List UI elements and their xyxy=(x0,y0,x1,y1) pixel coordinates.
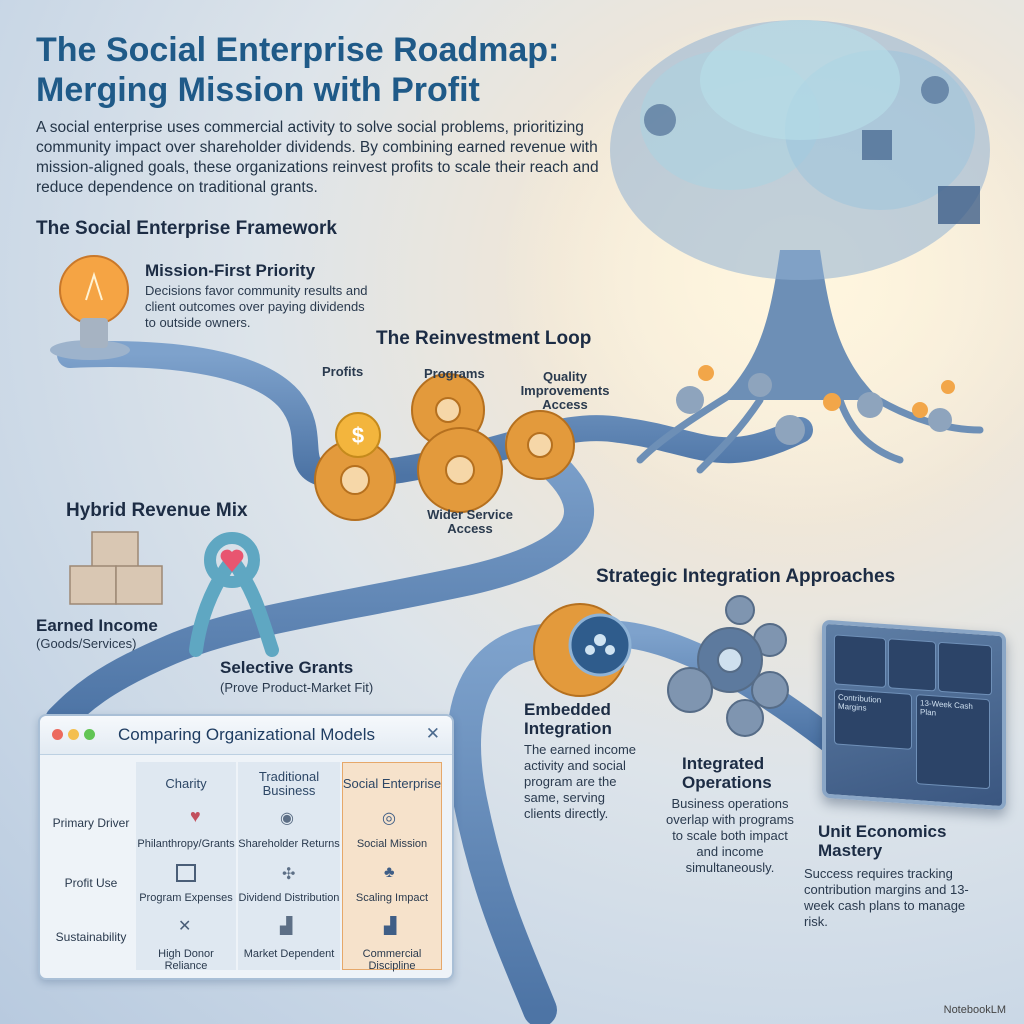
unit-economics-title: Unit Economics Mastery xyxy=(818,822,947,860)
contribution-margins-tile: Contribution Margins xyxy=(834,688,912,750)
unit-economics-text: Success requires tracking contribution m… xyxy=(804,866,969,929)
chart-icon: ▟ xyxy=(280,918,293,935)
cell-dividend: Dividend Distribution xyxy=(238,892,340,904)
integrated-title: Integrated Operations xyxy=(682,754,772,792)
growth-tree-icon: ♣ xyxy=(384,864,395,881)
loop-heading: The Reinvestment Loop xyxy=(376,328,592,349)
road-bend xyxy=(447,623,577,1024)
reliance-icon: ✕ xyxy=(178,918,192,935)
close-dot[interactable] xyxy=(52,729,63,740)
cell-market-dependent: Market Dependent xyxy=(243,948,335,960)
col-social-enterprise: Social Enterprise xyxy=(342,776,442,791)
comparison-panel: Comparing Organizational Models ✕ Charit… xyxy=(38,714,454,980)
cell-commercial-discipline: Commercial Discipline xyxy=(362,948,422,972)
earned-income-title: Earned Income xyxy=(36,616,158,635)
gauge-icon xyxy=(834,634,886,689)
social-enterprise-column xyxy=(342,762,442,970)
road-lower xyxy=(45,425,594,735)
loop-label-quality: Quality Improvements Access xyxy=(520,369,610,412)
mission-text: Decisions favor community results and cl… xyxy=(145,283,368,330)
watermark: NotebookLM xyxy=(943,1004,1006,1016)
cell-high-donor: High Donor Reliance xyxy=(158,948,214,972)
cell-social-mission: Social Mission xyxy=(356,838,428,850)
mission-title: Mission-First Priority xyxy=(145,261,316,280)
minimize-dot[interactable] xyxy=(68,729,79,740)
panel-title: Comparing Organizational Models xyxy=(118,725,376,744)
col-traditional-business: Traditional Business xyxy=(258,769,320,798)
integrated-text: Business operations overlap with program… xyxy=(666,796,794,875)
dollar-coin-icon: $ xyxy=(335,412,381,458)
row-label-sustainability: Sustainability xyxy=(55,930,127,944)
cash-plan-tile: 13-Week Cash Plan xyxy=(916,694,990,790)
loop-label-programs: Programs xyxy=(424,366,485,381)
row-label-primary-driver: Primary Driver xyxy=(52,816,130,830)
reinvestment-gears-icon xyxy=(314,373,575,521)
distribution-icon: ✣ xyxy=(282,866,296,883)
lightbulb-icon xyxy=(50,255,130,360)
root-bulbs-icon xyxy=(698,365,955,418)
row-label-profit-use: Profit Use xyxy=(64,876,118,890)
revenue-heading: Hybrid Revenue Mix xyxy=(66,500,248,521)
page-title: The Social Enterprise Roadmap: Merging M… xyxy=(36,31,560,109)
panel-header: Comparing Organizational Models ✕ xyxy=(40,716,452,755)
cell-program-expenses: Program Expenses xyxy=(139,892,233,904)
boxes-icon xyxy=(69,531,163,605)
cell-philanthropy: Philanthropy/Grants xyxy=(137,838,235,850)
gauge-icon xyxy=(938,641,992,696)
heart-hands-icon: ♥ xyxy=(190,806,201,826)
dashboard-monitor: Contribution Margins 13-Week Cash Plan xyxy=(822,619,1006,811)
road-path xyxy=(57,341,813,489)
growth-chart-icon: ▟ xyxy=(384,918,397,935)
framework-heading: The Social Enterprise Framework xyxy=(36,218,337,239)
grants-sub: (Prove Product-Market Fit) xyxy=(220,680,374,695)
bar-chart-icon xyxy=(888,638,936,692)
root-gears-icon xyxy=(676,373,952,445)
maximize-dot[interactable] xyxy=(84,729,95,740)
grants-title: Selective Grants xyxy=(220,658,354,677)
intro-text: A social enterprise uses commercial acti… xyxy=(36,119,599,196)
col-charity: Charity xyxy=(165,776,207,791)
cell-shareholder: Shareholder Returns xyxy=(238,838,340,850)
svg-text:$: $ xyxy=(352,423,364,448)
embedded-title: Embedded Integration xyxy=(524,700,612,738)
cell-scaling-impact: Scaling Impact xyxy=(355,892,429,904)
book-icon xyxy=(176,864,196,882)
embedded-text: The earned income activity and social pr… xyxy=(524,742,637,821)
tree-icon xyxy=(610,20,990,474)
strategy-heading: Strategic Integration Approaches xyxy=(596,566,896,587)
coins-icon: ◉ xyxy=(280,810,294,827)
earned-income-sub: (Goods/Services) xyxy=(36,636,137,651)
embedded-gear-icon xyxy=(533,603,632,697)
loop-label-wider: Wider Service Access xyxy=(427,507,513,536)
loop-label-profits: Profits xyxy=(322,364,364,379)
mission-icon: ◎ xyxy=(382,810,396,827)
close-icon[interactable]: ✕ xyxy=(425,724,440,743)
integrated-gears-icon xyxy=(667,595,789,737)
ribbon-heart-icon xyxy=(189,532,279,657)
